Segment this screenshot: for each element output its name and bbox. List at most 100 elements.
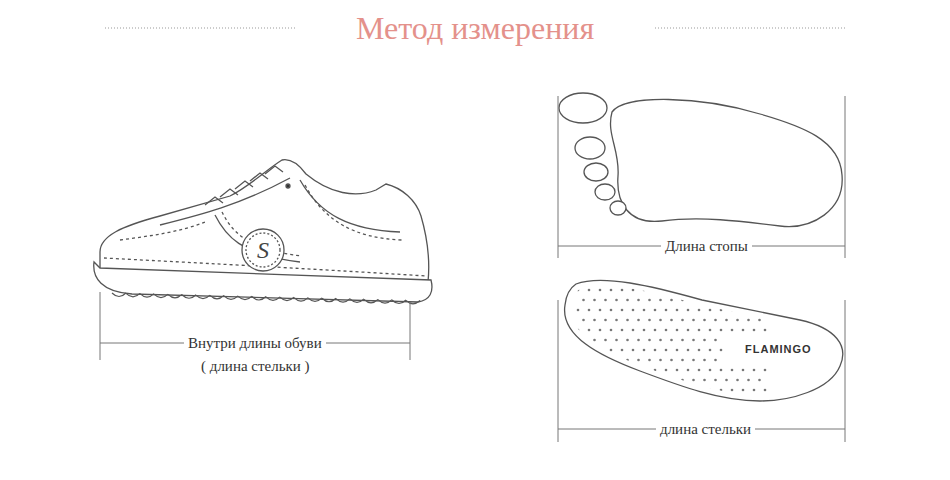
perforation-dot: [698, 349, 701, 352]
perforation-dot: [736, 319, 739, 322]
perforation-dot: [698, 389, 701, 392]
perforation-dot: [714, 379, 717, 382]
tread-bump: [280, 297, 294, 301]
perforation-dot: [703, 359, 706, 362]
perforation-dot: [742, 289, 745, 292]
perforation-dot: [758, 299, 761, 302]
dimension-note: ( длина стельки ): [197, 357, 314, 375]
perforation-dot: [687, 389, 690, 392]
perforation-dot: [736, 299, 739, 302]
perforation-dot: [720, 349, 723, 352]
perforation-dot: [604, 359, 607, 362]
perforation-dot: [588, 389, 591, 392]
perforation-dot: [637, 319, 640, 322]
perforation-dot: [676, 309, 679, 312]
perforation-dot: [698, 329, 701, 332]
tread-bump: [266, 297, 280, 301]
perforation-dot: [643, 289, 646, 292]
perforation-dot: [687, 309, 690, 312]
perforation-dot: [753, 289, 756, 292]
perforation-dot: [599, 289, 602, 292]
brand-name: FLAMINGO: [745, 343, 812, 356]
perforation-dot: [676, 289, 679, 292]
perforation-dot: [577, 349, 580, 352]
perforation-dot: [654, 369, 657, 372]
perforation-dot: [758, 379, 761, 382]
perforation-dot: [692, 339, 695, 342]
perforation-dot: [692, 379, 695, 382]
perforation-dot: [714, 339, 717, 342]
perforation-dot: [582, 359, 585, 362]
perforation-dot: [742, 309, 745, 312]
sneaker-drawing: [94, 160, 432, 302]
perforation-dot: [703, 379, 706, 382]
perforation-dot: [599, 329, 602, 332]
perforation-dot: [588, 309, 591, 312]
perforation-dot: [731, 309, 734, 312]
perforation-dot: [582, 319, 585, 322]
perforation-dot: [758, 319, 761, 322]
shoe-dimension: [100, 292, 410, 360]
tread-bump: [378, 300, 392, 304]
perforation-dot: [720, 369, 723, 372]
perforation-dot: [604, 299, 607, 302]
perforation-dot: [731, 289, 734, 292]
perforation-dot: [621, 349, 624, 352]
perforation-dot: [659, 319, 662, 322]
perforation-dot: [753, 309, 756, 312]
perforation-dot: [588, 289, 591, 292]
perforation-dot: [698, 309, 701, 312]
perforation-dot: [764, 329, 767, 332]
perforation-dot: [731, 389, 734, 392]
perforation-dot: [632, 369, 635, 372]
perforation-dot: [764, 309, 767, 312]
perforation-dot: [588, 369, 591, 372]
perforation-dot: [687, 369, 690, 372]
perforation-dot: [747, 299, 750, 302]
dimension-label: Длина стопы: [661, 237, 752, 255]
perforation-dot: [681, 359, 684, 362]
perforation-dot: [714, 299, 717, 302]
perforation-dot: [621, 309, 624, 312]
perforation-dot: [747, 379, 750, 382]
perforation-dot: [599, 349, 602, 352]
perforation-dot: [621, 289, 624, 292]
perforation-dot: [665, 389, 668, 392]
perforation-dot: [621, 389, 624, 392]
tread-bump: [336, 299, 350, 303]
perforation-dot: [709, 389, 712, 392]
tread-bump: [196, 295, 210, 299]
tread-bump: [308, 298, 322, 302]
perforation-dot: [687, 329, 690, 332]
dimension-label: длина стельки: [656, 420, 755, 438]
perforation-dot: [643, 329, 646, 332]
perforation-dot: [599, 389, 602, 392]
perforation-dot: [599, 369, 602, 372]
perforation-dot: [632, 389, 635, 392]
tread-bump: [112, 293, 126, 297]
perforation-dot: [703, 299, 706, 302]
perforation-dot: [615, 339, 618, 342]
perforation-dot: [720, 329, 723, 332]
perforation-dot: [731, 369, 734, 372]
perforation-dot: [632, 329, 635, 332]
perforation-dot: [654, 289, 657, 292]
dimension-label: Внутри длины обуви: [184, 334, 326, 352]
perforation-dot: [643, 349, 646, 352]
tread-bump: [210, 295, 224, 299]
perforation-dot: [709, 329, 712, 332]
perforation-dot: [577, 389, 580, 392]
foot-outline: [559, 93, 842, 227]
perforation-dot: [676, 349, 679, 352]
perforation-dot: [577, 289, 580, 292]
tread-bump: [392, 300, 406, 304]
perforation-dot: [681, 299, 684, 302]
perforation-dot: [665, 329, 668, 332]
perforation-dot: [720, 389, 723, 392]
perforation-dot: [709, 289, 712, 292]
perforation-dot: [626, 359, 629, 362]
perforation-dot: [626, 339, 629, 342]
perforation-dot: [648, 299, 651, 302]
perforation-dot: [670, 339, 673, 342]
tread-bump: [168, 294, 182, 298]
